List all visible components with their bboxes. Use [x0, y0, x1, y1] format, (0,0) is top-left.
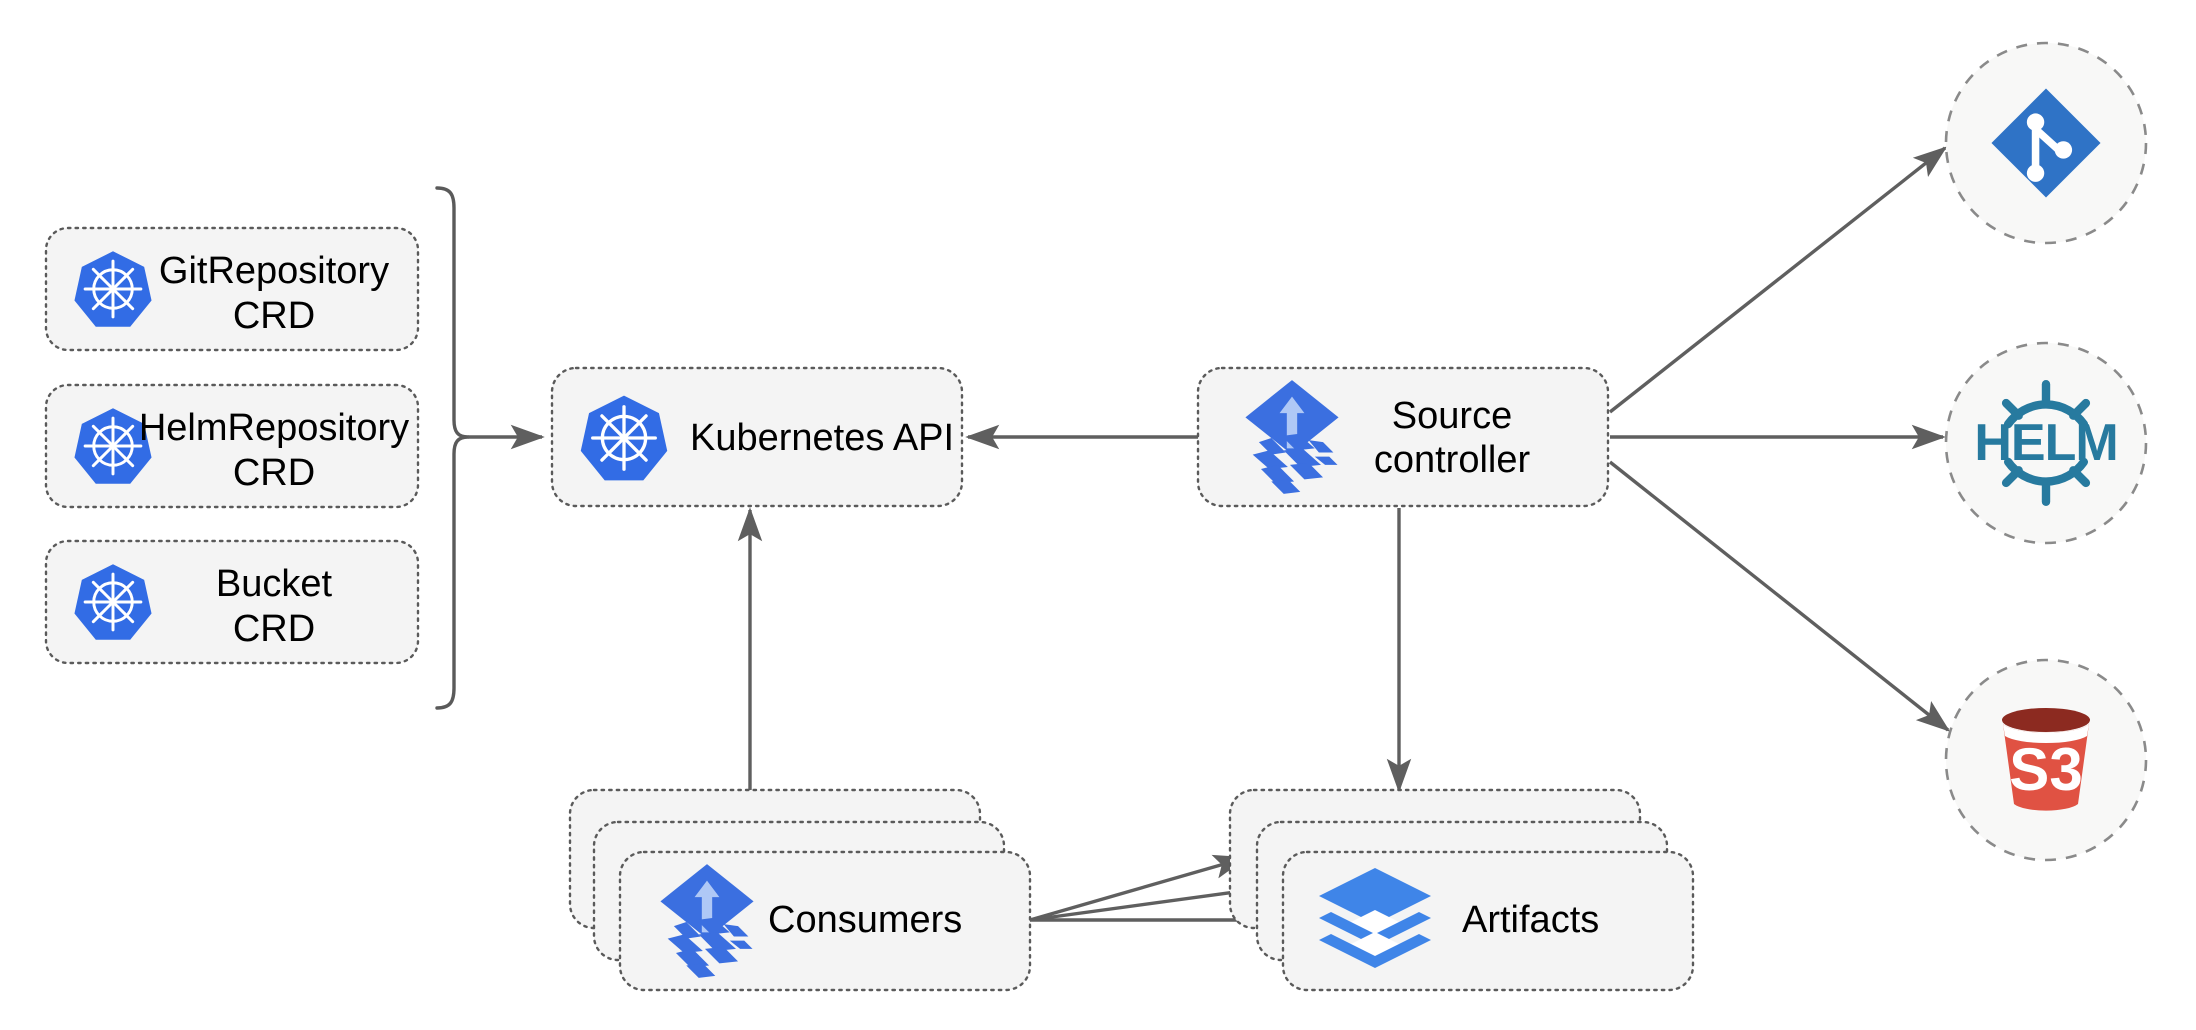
helm-label: HELM — [1974, 414, 2117, 472]
kubernetes-api-label: Kubernetes API — [690, 417, 954, 459]
source-controller-label-line2: controller — [1374, 439, 1531, 481]
crd-box-helmrepository[interactable]: HelmRepository CRD — [44, 383, 420, 509]
crd-box-bucket[interactable]: Bucket CRD — [44, 539, 420, 665]
source-s3[interactable]: S3 — [1944, 658, 2148, 862]
crd-grouping-bracket — [435, 186, 470, 710]
consumers-label: Consumers — [768, 899, 962, 941]
source-controller-label-line1: Source — [1392, 395, 1512, 437]
crd-label-line1: GitRepository — [159, 250, 389, 292]
artifacts-label: Artifacts — [1462, 899, 1599, 941]
node-consumers[interactable]: Consumers — [568, 788, 1032, 992]
source-helm[interactable]: HELM — [1944, 341, 2148, 545]
node-source-controller[interactable]: Source controller — [1196, 366, 1610, 508]
crd-label-line2: CRD — [233, 608, 315, 650]
crd-label-line1: HelmRepository — [139, 407, 409, 449]
crd-label-line2: CRD — [233, 295, 315, 337]
source-git[interactable] — [1944, 41, 2148, 245]
s3-label: S3 — [2009, 736, 2082, 803]
crd-label-line2: CRD — [233, 452, 315, 494]
node-artifacts[interactable]: Artifacts — [1228, 788, 1695, 992]
edge-source-controller-to-s3 — [1608, 460, 1951, 732]
edge-source-controller-to-git — [1608, 146, 1948, 414]
node-kubernetes-api[interactable]: Kubernetes API — [550, 366, 964, 508]
crd-group: GitRepository CRD HelmRepository CRD Buc… — [44, 226, 420, 665]
edge-consumers-to-artifacts-1 — [1029, 854, 1248, 922]
crd-box-gitrepository[interactable]: GitRepository CRD — [44, 226, 420, 352]
crd-label-line1: Bucket — [216, 563, 333, 605]
